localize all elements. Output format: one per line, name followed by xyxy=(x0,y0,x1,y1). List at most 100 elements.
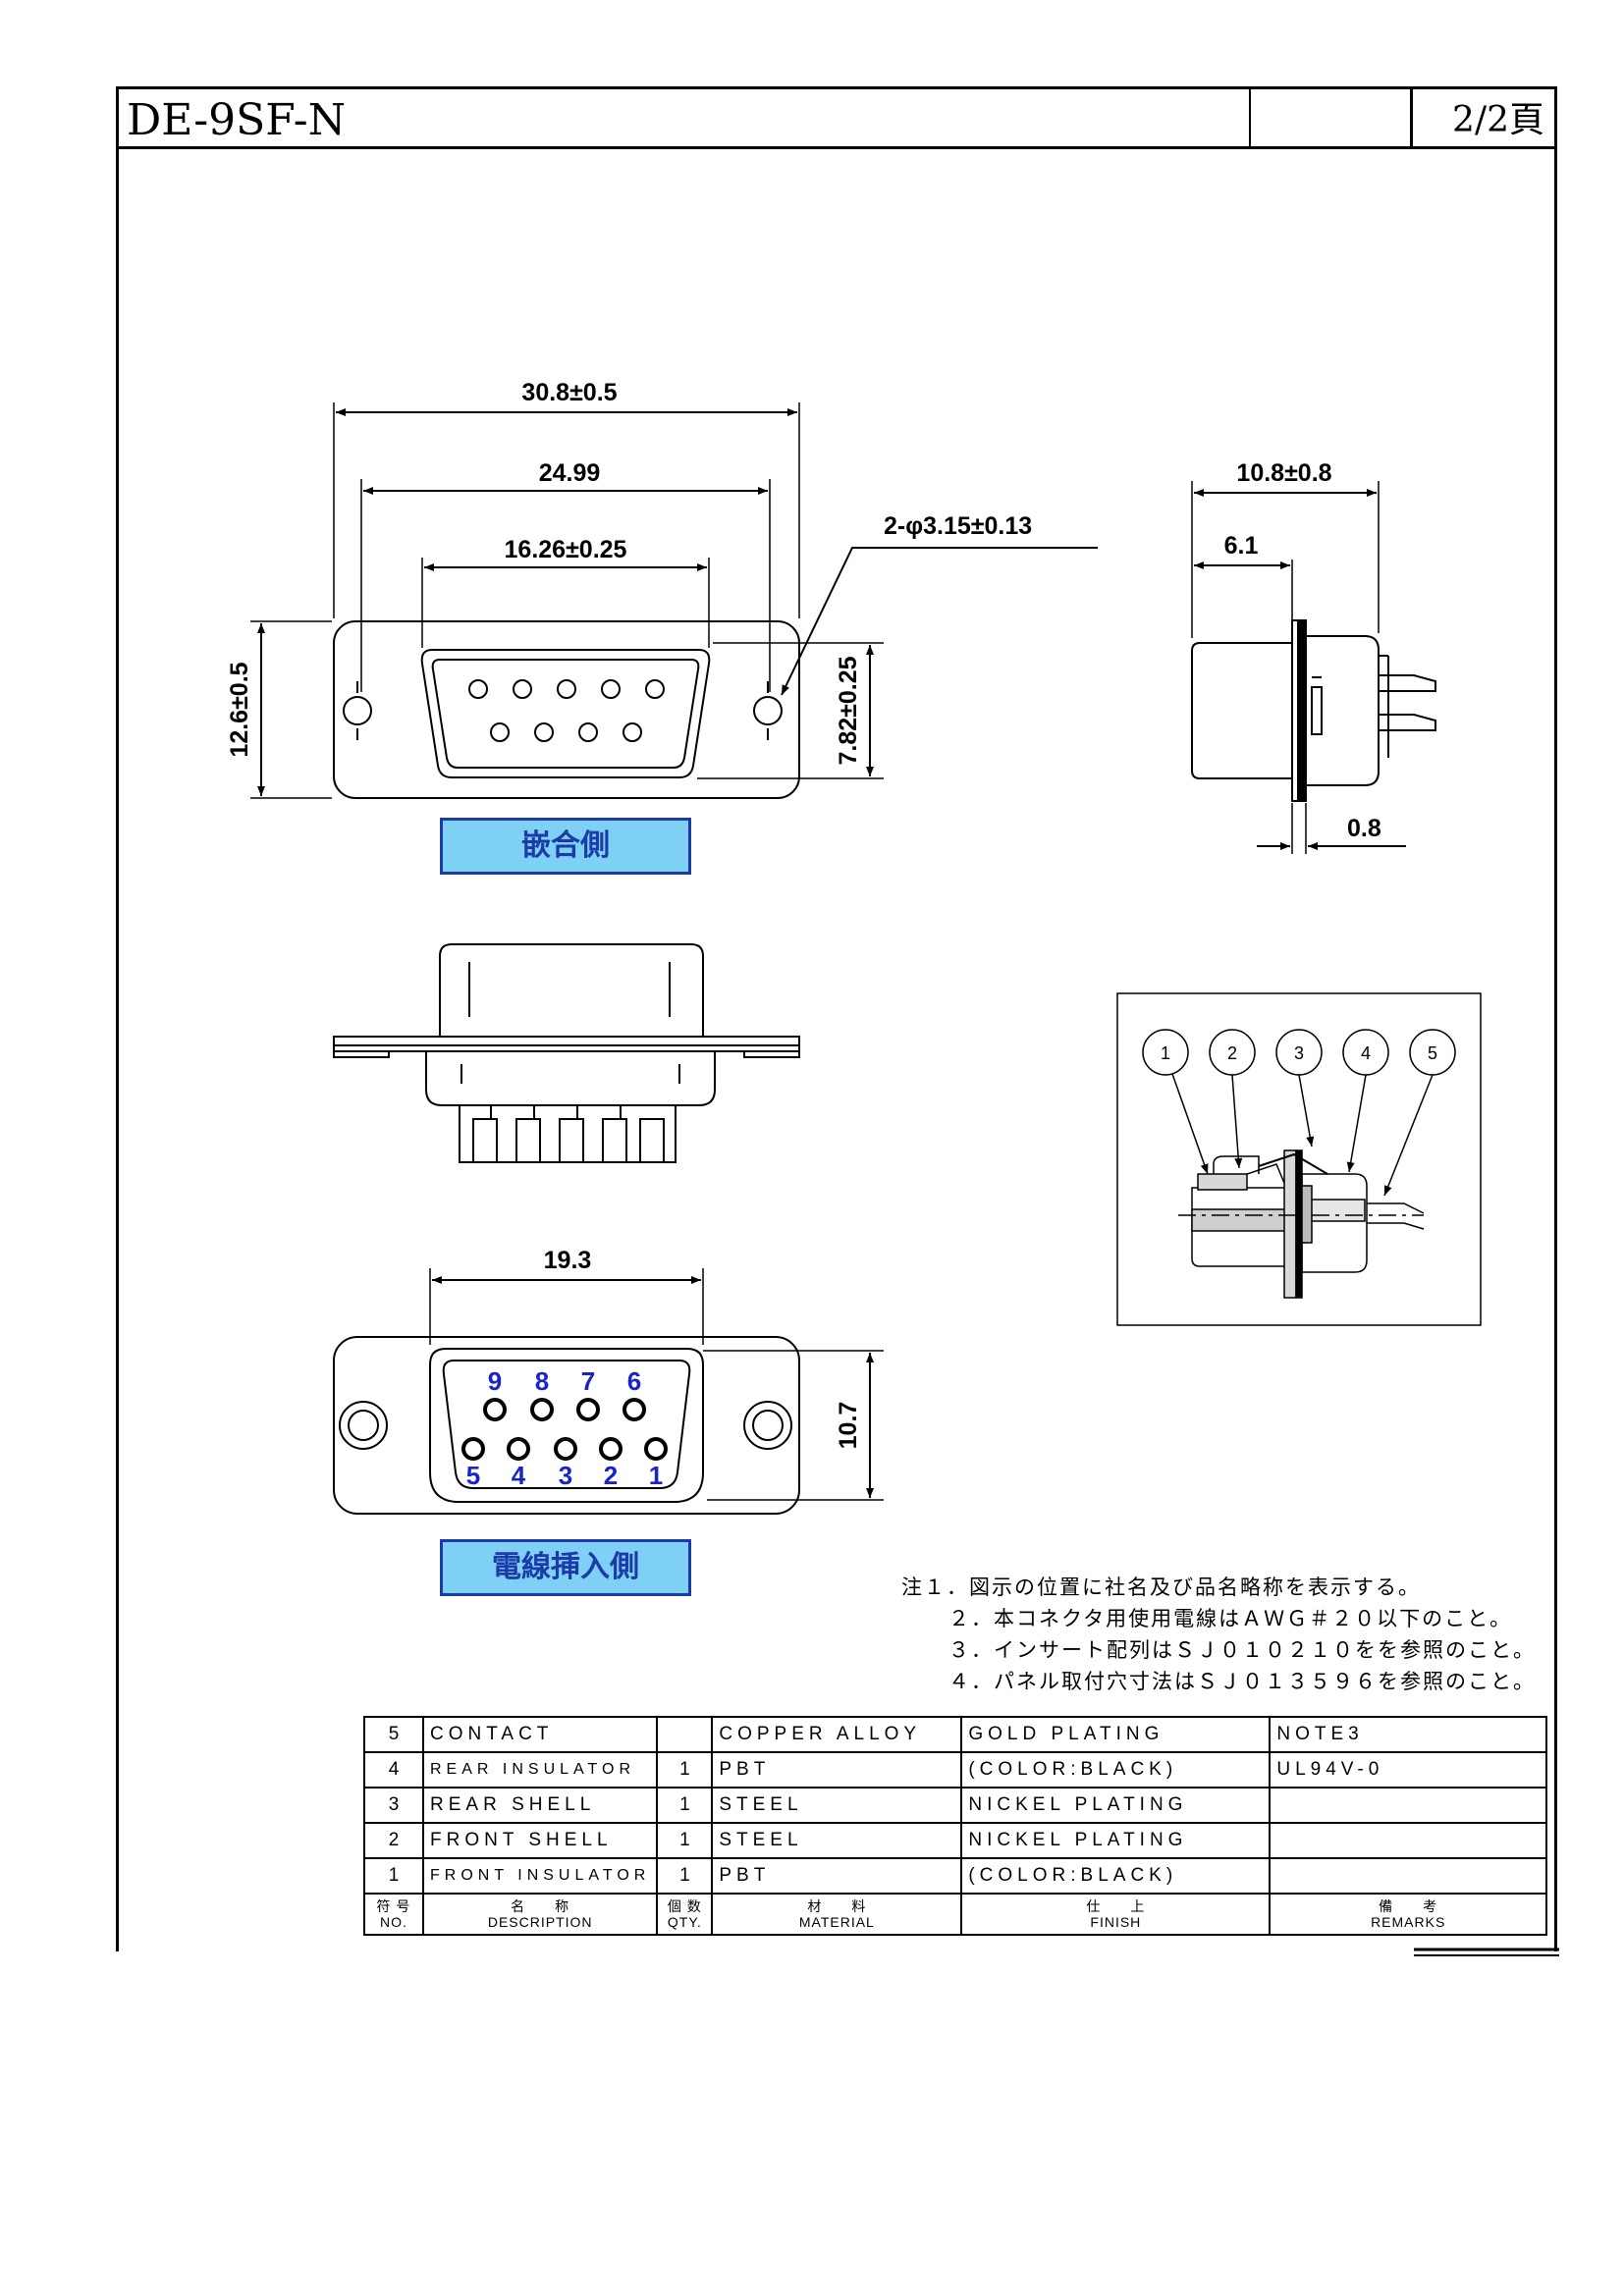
rear-shell-outer xyxy=(429,1348,704,1503)
notes: 注１．図示の位置に社名及び品名略称を表示する。 ２．本コネクタ用使用電線はＡＷＧ… xyxy=(901,1573,1536,1698)
side-flange-edge xyxy=(1297,619,1307,802)
pin-hole xyxy=(623,722,642,742)
bom-remarks xyxy=(1269,1787,1547,1824)
bom-no: 1 xyxy=(363,1857,424,1895)
bom-description: REAR INSULATOR xyxy=(421,1751,659,1789)
callout-number: 5 xyxy=(1428,1043,1437,1063)
rear-mounting-hole-left xyxy=(339,1401,388,1450)
callout-number: 4 xyxy=(1361,1043,1371,1063)
top-flange xyxy=(333,1036,800,1046)
bom-finish: NICKEL PLATING xyxy=(960,1787,1272,1824)
front-view xyxy=(250,402,1098,799)
section-detail xyxy=(1116,992,1482,1326)
dim-flange-height: 12.6±0.5 xyxy=(226,662,253,757)
bom-finish: GOLD PLATING xyxy=(960,1716,1272,1753)
rear-shell-inner xyxy=(442,1360,691,1489)
bom-description: REAR SHELL xyxy=(421,1787,659,1824)
pin-hole xyxy=(534,722,554,742)
pin-hole xyxy=(490,722,510,742)
bill-of-materials: 5 CONTACT COPPER ALLOY GOLD PLATING NOTE… xyxy=(363,1716,1547,1936)
rear-flange xyxy=(333,1336,800,1515)
dim-overall-width: 30.8±0.5 xyxy=(521,379,617,406)
page-number: 2/2頁 xyxy=(1452,100,1544,140)
bom-qty: 1 xyxy=(656,1822,714,1859)
note-line: 注１．図示の位置に社名及び品名略称を表示する。 xyxy=(901,1576,1421,1599)
bom-no: 2 xyxy=(363,1822,424,1859)
pin-hole xyxy=(554,1437,577,1461)
table-row: 5 CONTACT COPPER ALLOY GOLD PLATING NOTE… xyxy=(363,1716,1547,1753)
callout-number: 3 xyxy=(1294,1043,1304,1063)
dim-mounting-pitch: 24.99 xyxy=(539,459,601,487)
dim-rear-height: 10.7 xyxy=(835,1402,862,1450)
rear-view xyxy=(333,1268,884,1515)
pin-hole xyxy=(644,1437,668,1461)
bom-material: COPPER ALLOY xyxy=(711,1716,963,1753)
bom-remarks xyxy=(1269,1822,1547,1859)
side-front-shell xyxy=(1191,642,1293,779)
top-front-shell xyxy=(439,943,704,1037)
bom-material: STEEL xyxy=(711,1822,963,1859)
pin-hole xyxy=(645,679,665,699)
bom-remarks: UL94V-0 xyxy=(1269,1751,1547,1789)
pin-number: 2 xyxy=(604,1461,618,1490)
title-divider xyxy=(1249,89,1251,146)
dim-shell-height: 7.82±0.25 xyxy=(835,656,862,765)
header-jp: 仕 上 xyxy=(1086,1898,1146,1914)
pin-number: 6 xyxy=(627,1366,641,1396)
bom-qty: 1 xyxy=(656,1857,714,1895)
pin-hole xyxy=(468,679,488,699)
wire-side-label: 電線挿入側 xyxy=(440,1539,691,1596)
top-view xyxy=(333,943,800,1163)
bom-description: FRONT INSULATOR xyxy=(421,1857,659,1895)
pin-number: 8 xyxy=(535,1366,549,1396)
pin-hole xyxy=(601,679,621,699)
pin-number: 4 xyxy=(512,1461,526,1490)
hole-leader xyxy=(781,547,1098,696)
pin-hole xyxy=(623,1398,646,1421)
header-en: FINISH xyxy=(1090,1914,1142,1930)
front-shell-inner xyxy=(431,659,700,769)
pin-number: 1 xyxy=(649,1461,663,1490)
header-jp: 材 料 xyxy=(807,1898,867,1914)
bom-remarks: NOTE3 xyxy=(1269,1716,1547,1753)
dim-side-depth: 10.8±0.8 xyxy=(1236,459,1331,487)
bom-no: 4 xyxy=(363,1751,424,1789)
bom-qty: 1 xyxy=(656,1787,714,1824)
pin-numbers: 9 8 7 6 5 4 3 2 1 xyxy=(466,1366,663,1490)
title-divider xyxy=(1410,89,1413,146)
pin-number: 9 xyxy=(488,1366,502,1396)
bom-finish: NICKEL PLATING xyxy=(960,1822,1272,1859)
bom-material: PBT xyxy=(711,1751,963,1789)
header-en: QTY. xyxy=(667,1914,702,1930)
dim-side-front: 6.1 xyxy=(1224,532,1259,560)
table-row: 2 FRONT SHELL 1 STEEL NICKEL PLATING xyxy=(363,1822,1547,1859)
header-en: MATERIAL xyxy=(798,1914,875,1930)
table-row: 1 FRONT INSULATOR 1 PBT (COLOR:BLACK) xyxy=(363,1857,1547,1895)
side-view xyxy=(1191,481,1436,854)
front-shell-outer xyxy=(420,649,711,778)
header-jp: 名 称 xyxy=(511,1898,570,1914)
bom-description: CONTACT xyxy=(421,1716,659,1753)
mounting-hole-left xyxy=(343,696,372,725)
bom-material: PBT xyxy=(711,1857,963,1895)
dim-flange-thickness: 0.8 xyxy=(1347,815,1381,842)
bom-description: FRONT SHELL xyxy=(421,1822,659,1859)
pin-number: 7 xyxy=(581,1366,595,1396)
top-contacts xyxy=(459,1104,677,1163)
bom-material: STEEL xyxy=(711,1787,963,1824)
drawing-title: DE-9SF-N xyxy=(127,95,347,145)
front-pin-holes xyxy=(468,679,665,742)
header-jp: 個 数 xyxy=(667,1898,702,1914)
top-rear-shell xyxy=(425,1051,716,1106)
header-en: NO. xyxy=(380,1914,407,1930)
pin-hole xyxy=(557,679,576,699)
bom-no: 5 xyxy=(363,1716,424,1753)
